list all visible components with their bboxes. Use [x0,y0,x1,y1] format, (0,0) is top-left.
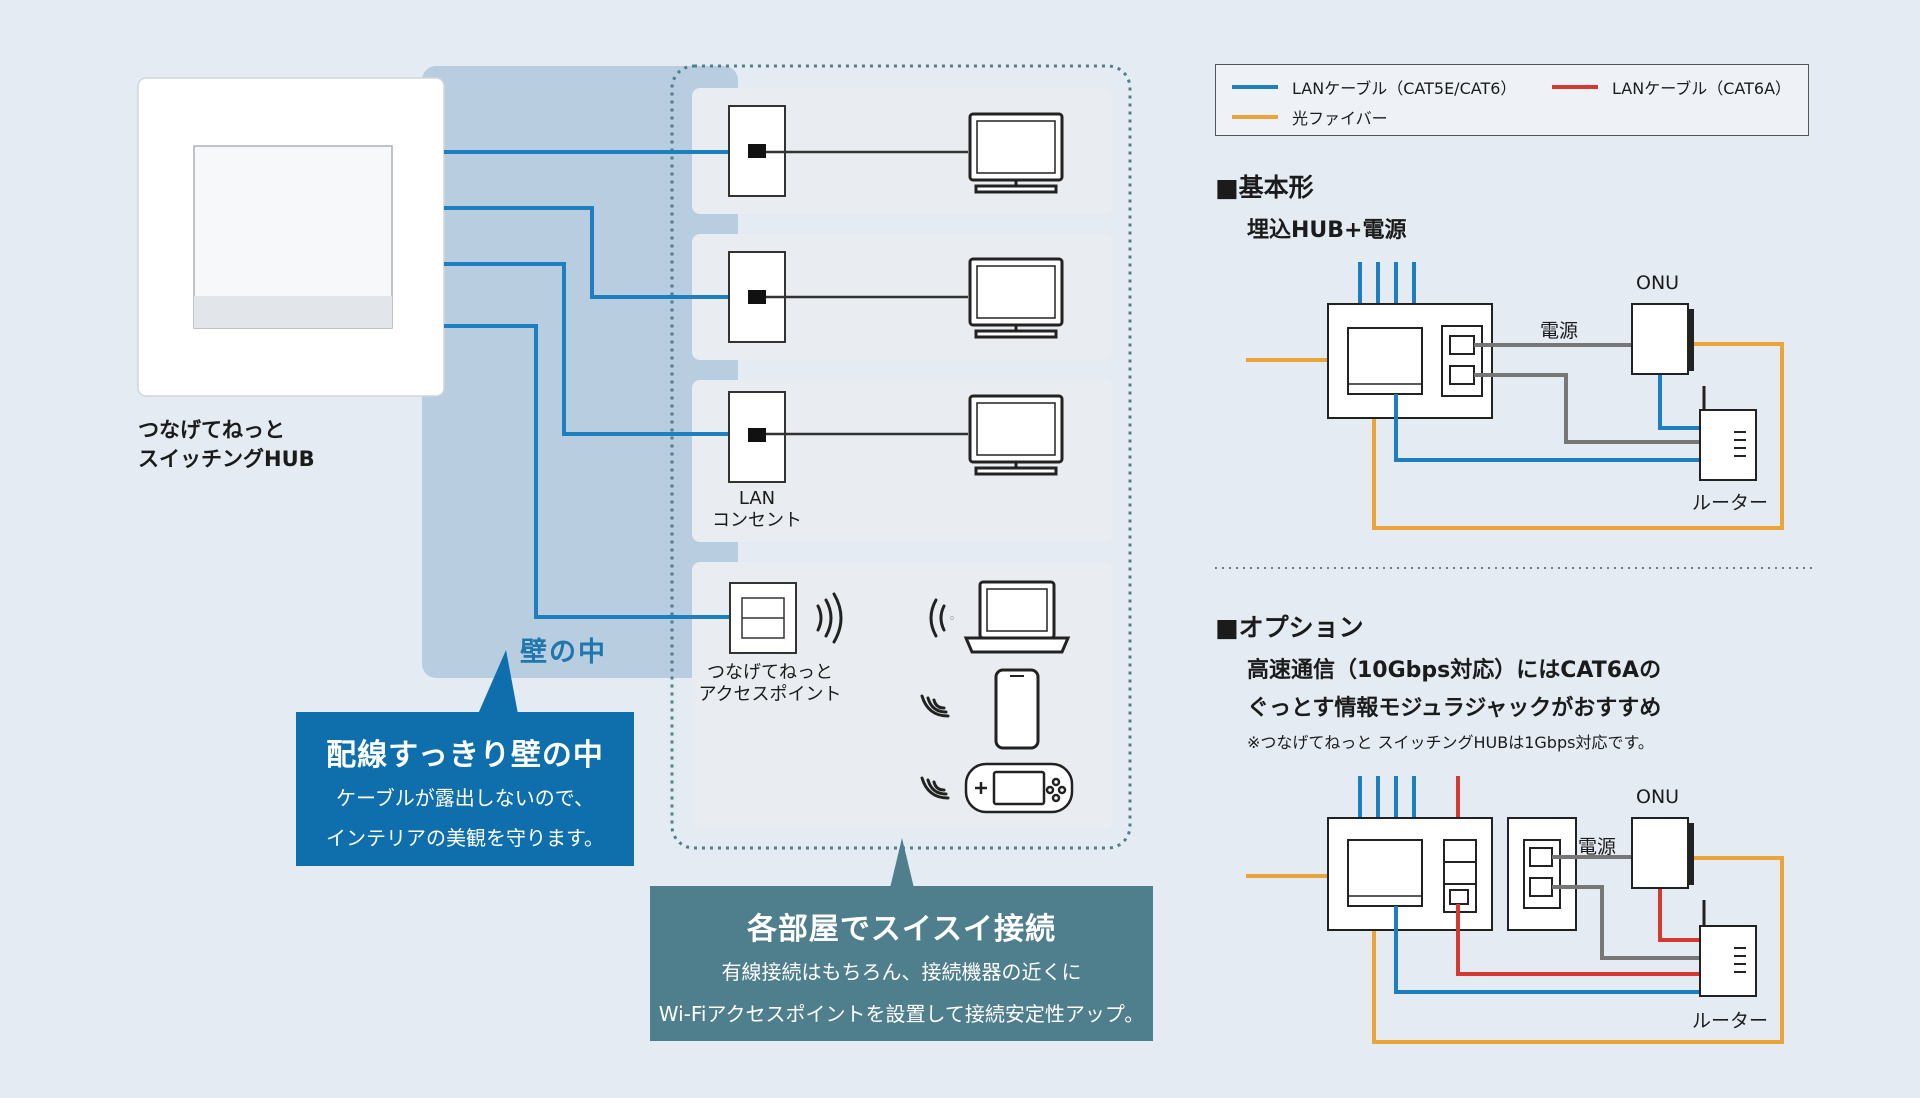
callout-wall-line1: ケーブルが露出しないので、 [336,786,594,810]
callout-rooms-title: 各部屋でスイスイ接続 [746,912,1057,947]
option-onu-label: ONU [1636,786,1680,808]
option-router-label: ルーター [1692,1010,1769,1032]
legend-label-fiber: 光ファイバー [1292,109,1388,128]
hub-label: つなげてねっと スイッチングHUB [138,416,315,474]
option-power-label: 電源 [1578,836,1617,858]
wifi-signal-phone-icon [920,694,950,718]
option-lan-top [1358,776,1416,818]
basic-gray-cables [1474,343,1700,444]
smartphone-icon [994,668,1040,750]
basic-diagram [1246,262,1784,530]
lan-outlet-label-line1: LAN [738,488,776,509]
legend-swatch-red [1552,85,1598,89]
option-cat6a-cables [1456,888,1700,976]
legend-label-lan-cat6a: LANケーブル（CAT6A） [1612,79,1792,98]
basic-lan-bottom [1394,374,1700,462]
callout-wall-pointer [478,650,518,714]
option-lan-bottom [1394,906,1700,994]
tv-icon-2 [968,257,1064,339]
basic-power-label: 電源 [1540,320,1579,342]
game-console-icon [964,762,1074,814]
wifi-signal-icons [816,592,954,800]
access-point-label-line2: アクセスポイント [698,684,842,705]
basic-router-label: ルーター [1692,492,1769,514]
callout-rooms-line1: 有線接続はもちろん、接続機器の近くに [721,960,1082,984]
hub-label-line2: スイッチングHUB [138,447,315,471]
basic-power-outlet [1441,325,1483,397]
wifi-signal-ap-icon [816,592,843,644]
basic-onu-label: ONU [1636,272,1680,294]
wifi-signal-laptop-icon [929,598,954,638]
wall-label: 壁の中 [520,637,607,668]
wall-area [422,66,738,678]
option-gray-cables [1552,855,1700,960]
section-option-note: ※つなげてねっと スイッチングHUBは1Gbps対応です。 [1247,733,1654,752]
section-basic-title: ■基本形 [1215,173,1314,202]
basic-lan-top [1358,262,1416,304]
switching-hub [137,77,445,397]
option-router-icon [1699,900,1757,997]
access-point [729,582,797,654]
basic-fiber [1246,342,1784,530]
lan-outlets [728,105,786,483]
option-onu-icon [1631,817,1694,889]
basic-onu-icon [1631,303,1694,375]
legend-item-fiber: 光ファイバー [1232,105,1388,129]
lan-outlet-label: LAN コンセント [712,488,802,532]
legend-label-lan-cat5e: LANケーブル（CAT5E/CAT6） [1292,79,1517,98]
section-option-line2: ぐっとす情報モジュラジャックがおすすめ [1247,696,1662,721]
section-basic-subtitle: 埋込HUB+電源 [1247,218,1407,243]
laptop-icon [963,580,1071,654]
hub-cables [444,150,744,619]
wifi-signal-game-icon [920,776,950,800]
option-power-box [1507,817,1577,931]
option-diagram [1246,776,1784,1044]
legend: LANケーブル（CAT5E/CAT6） LANケーブル（CAT6A） 光ファイバ… [1215,64,1809,136]
legend-item-lan-cat6a: LANケーブル（CAT6A） [1552,75,1791,99]
section-option-line1: 高速通信（10Gbps対応）にはCAT6Aの [1247,658,1662,683]
callout-wall-title: 配線すっきり壁の中 [326,738,604,773]
callout-wall-line2: インテリアの美観を守ります。 [326,826,604,850]
tv-cables [766,150,968,436]
legend-swatch-orange [1232,115,1278,119]
callout-rooms-line2: Wi-Fiアクセスポイントを設置して接続安定性アップ。 [658,1002,1145,1026]
section-option-title: ■オプション [1215,613,1364,642]
callout-rooms: 各部屋でスイスイ接続 有線接続はもちろん、接続機器の近くに Wi-Fiアクセスポ… [650,886,1153,1041]
tv-icon-1 [968,112,1064,194]
tv-icon-3 [968,394,1064,476]
option-fiber [1246,856,1784,1044]
lan-outlet-3 [728,391,786,483]
access-point-label: つなげてねっと アクセスポイント [690,662,850,706]
option-modular-jack [1443,839,1477,913]
basic-hub-device [1347,327,1423,395]
option-power-outlet [1523,839,1561,909]
callout-rooms-pointer [890,838,914,888]
hub-label-line1: つなげてねっと [138,418,285,442]
legend-item-lan-cat5e: LANケーブル（CAT5E/CAT6） [1232,75,1516,99]
tv-icons [968,112,1064,476]
basic-router-icon [1699,386,1757,481]
callout-wall: 配線すっきり壁の中 ケーブルが露出しないので、 インテリアの美観を守ります。 [296,712,634,866]
lan-outlet-label-line2: コンセント [712,510,802,531]
legend-swatch-blue [1232,85,1278,89]
rooms-dotted-border [670,64,1132,850]
option-hub-device [1347,839,1423,907]
access-point-label-line1: つなげてねっと [707,662,833,683]
